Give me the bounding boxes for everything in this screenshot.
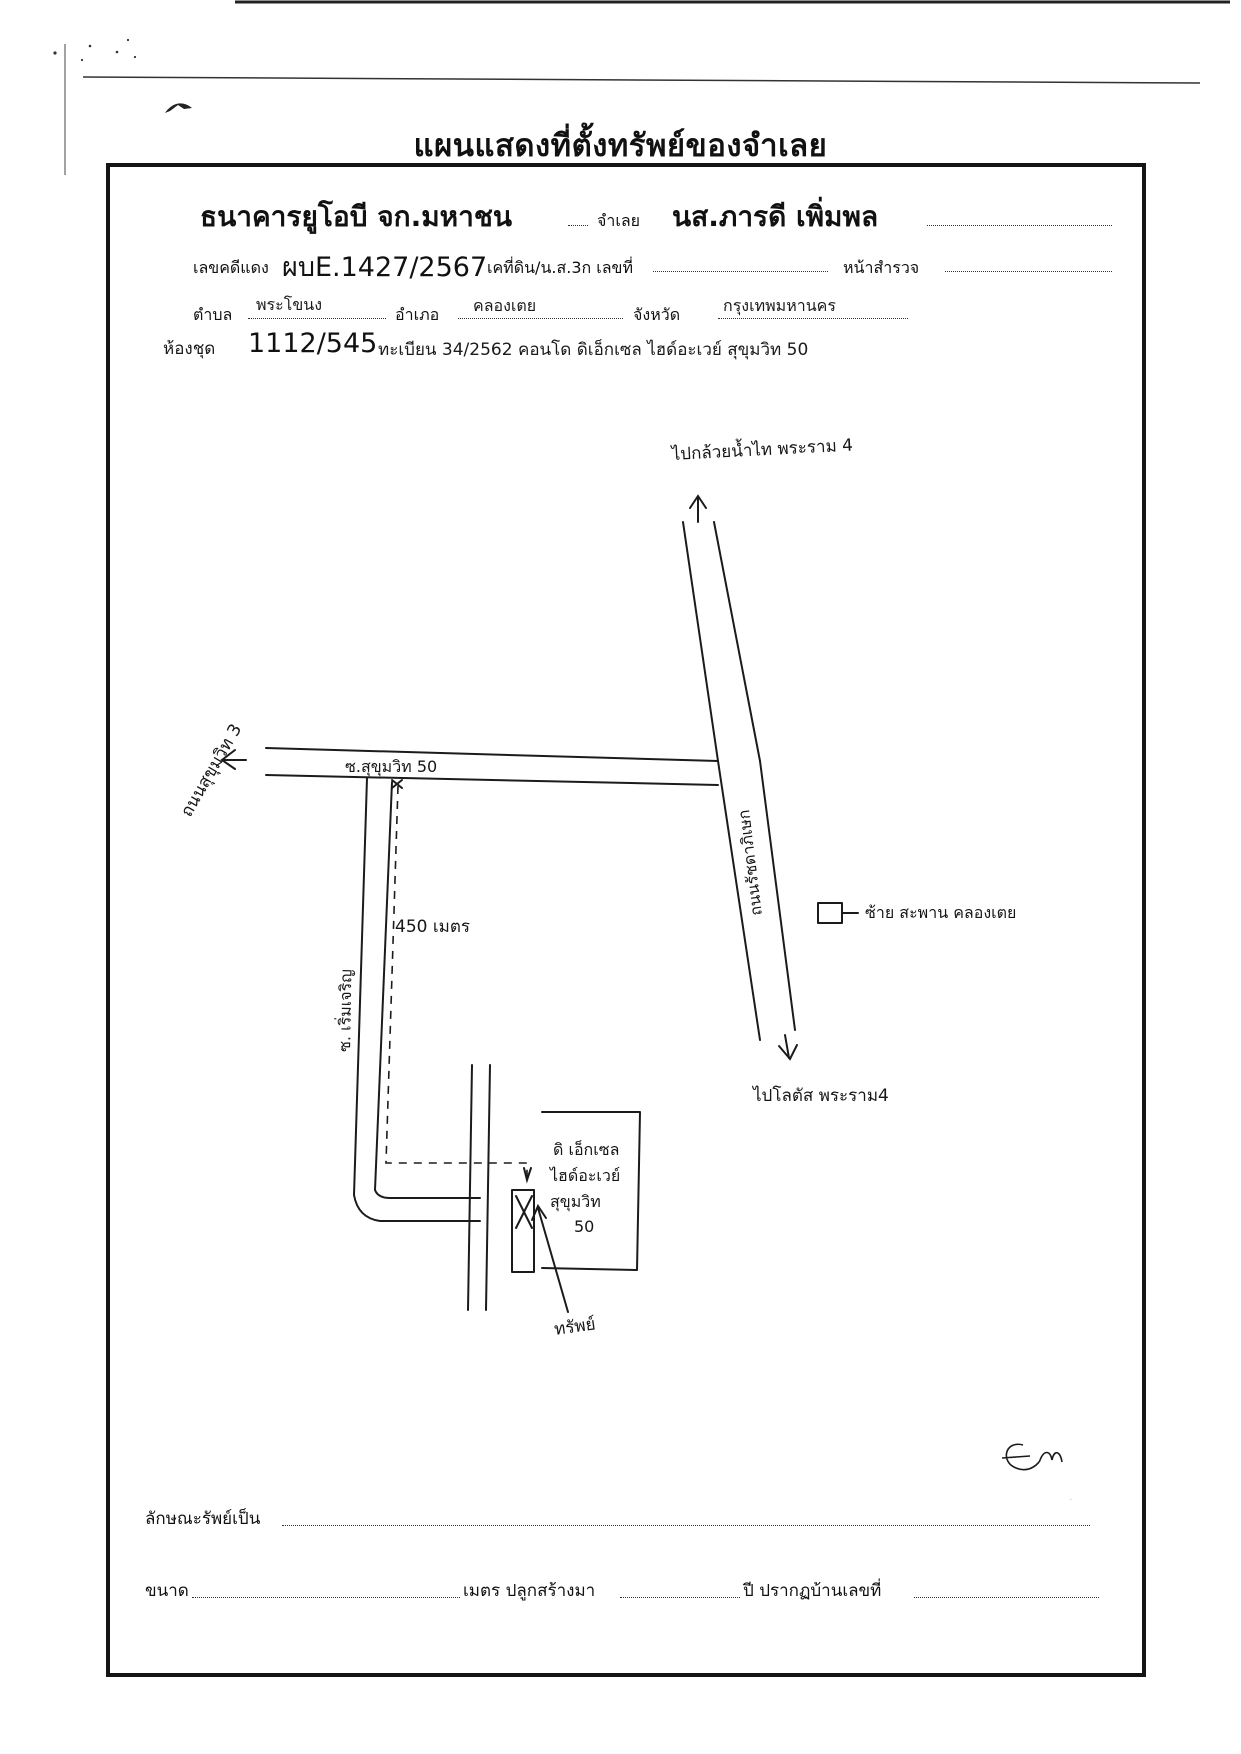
south-destination-label: ไปโลตัส พระราม4 xyxy=(751,1085,889,1106)
province-label: จังหวัด xyxy=(633,305,681,324)
distance-label: 450 เมตร xyxy=(395,917,470,937)
condo-label-line-1: ดิ เอ็กเซล xyxy=(553,1139,619,1159)
south-arrow xyxy=(784,1034,790,1059)
west-road-label: ถนนสุขุมวิท 3 xyxy=(177,721,246,821)
route-dashed xyxy=(385,785,528,1178)
left-soi-outer xyxy=(353,777,368,1196)
deed-label: เคที่ดิน/น.ส.3ก เลขที่ xyxy=(487,258,634,277)
form-frame xyxy=(106,163,1146,1677)
defendant-name: นส.ภารดี เพิ่มพล xyxy=(672,200,879,233)
property-pointer xyxy=(537,1207,569,1313)
scan-mark-icon xyxy=(165,103,192,113)
built-label: เมตร ปลูกสร้างมา xyxy=(463,1581,596,1601)
soi-50-label: ซ.สุขุมวิท 50 xyxy=(345,757,437,777)
main-road-left-edge xyxy=(682,521,719,762)
main-road-left-edge-lower xyxy=(717,760,761,1041)
document-title: แผนแสดงที่ตั้งทรัพย์ของจำเลย xyxy=(413,128,828,164)
unit-label: ห้องชุด xyxy=(163,339,216,359)
condo-label-line-3: สุขุมวิท xyxy=(550,1192,601,1212)
case-label: เลขคดีแดง xyxy=(193,258,269,277)
signature-mark xyxy=(1001,1443,1063,1471)
signature-text: Em xyxy=(1070,1499,1072,1501)
start-mark xyxy=(391,779,403,789)
district-label: อำเภอ xyxy=(395,305,440,324)
case-number: ผบE.1427/2567 xyxy=(282,252,488,283)
unit-number: 1112/545 xyxy=(248,328,378,359)
size-label: ขนาด xyxy=(145,1581,189,1601)
condo-label-line-4: 50 xyxy=(574,1217,594,1236)
survey-label: หน้าสำรวจ xyxy=(843,258,920,277)
subdistrict-value: พระโขนง xyxy=(256,295,323,314)
landmark-label: ซ้าย สะพาน คลองเตย xyxy=(865,903,1016,922)
year-label: ปี ปรากฏบ้านเลขที่ xyxy=(743,1581,882,1601)
scan-artifacts xyxy=(53,0,1230,175)
left-soi-label: ซ. เริ่มเจริญ xyxy=(333,969,355,1052)
condo-label-line-2: ไฮด์อะเวย์ xyxy=(548,1166,620,1185)
soi-50-bottom-edge xyxy=(265,774,719,786)
defendant-label: จำเลย xyxy=(597,211,641,230)
soi-50-top-edge xyxy=(265,747,719,762)
province-value: กรุงเทพมหานคร xyxy=(723,296,836,315)
subdistrict-label: ตำบล xyxy=(193,305,233,324)
north-destination-label: ไปกล้วยน้ำไท พระราม 4 xyxy=(669,433,853,466)
plaintiff-name: ธนาคารยูโอบี จก.มหาชน xyxy=(200,200,513,233)
nature-label: ลักษณะรัพย์เป็น xyxy=(145,1509,261,1529)
unit-details: ทะเบียน 34/2562 คอนโด ดิเอ็กเซล ไฮด์อะเว… xyxy=(378,340,809,360)
property-label: ทรัพย์ xyxy=(553,1314,597,1340)
district-value: คลองเตย xyxy=(473,296,537,315)
